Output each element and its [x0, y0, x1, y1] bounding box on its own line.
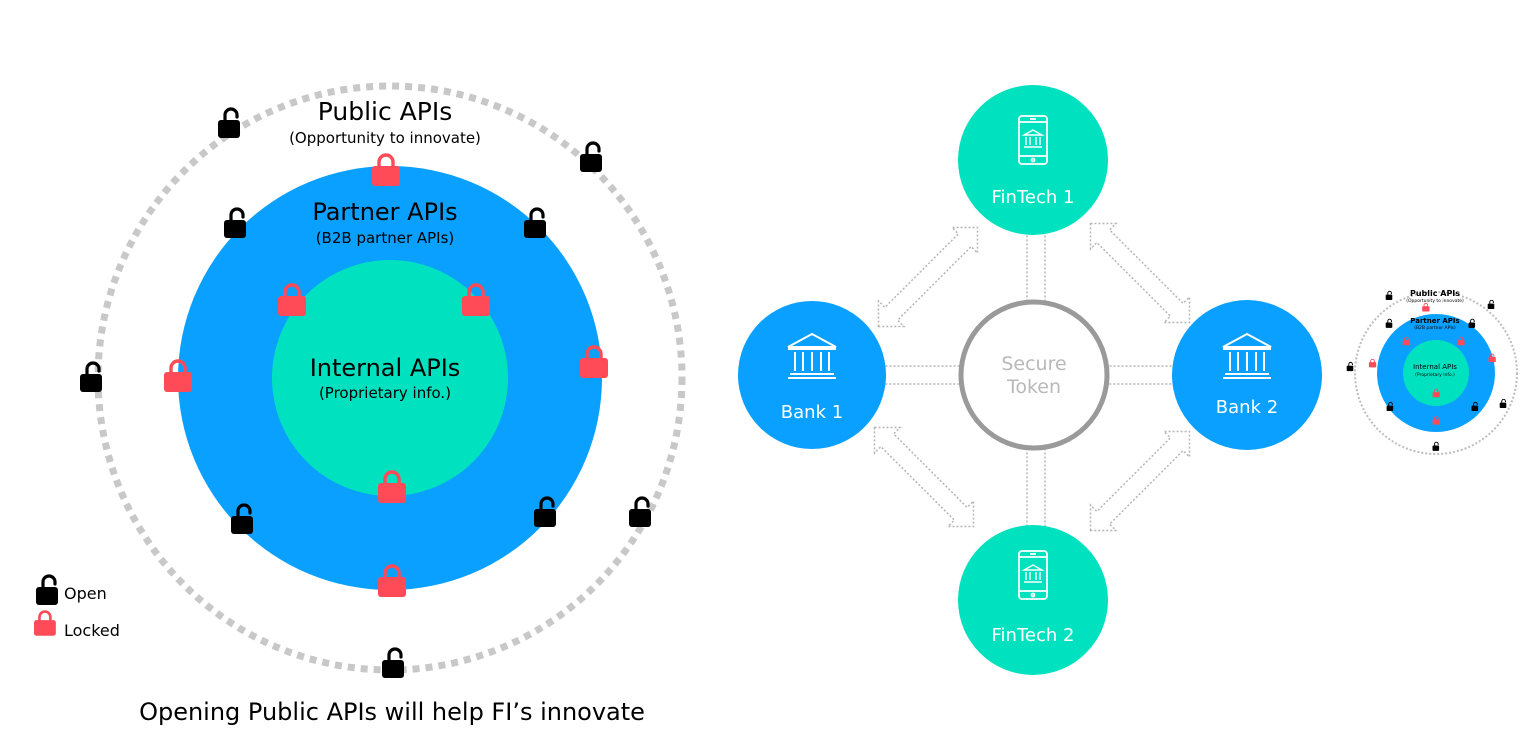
open-padlock-icon	[1385, 290, 1393, 301]
api-rings-thumbnail: Public APIs (Opportunity to innovate) Pa…	[1346, 289, 1518, 455]
thumb-internal-core	[1403, 340, 1469, 406]
fintech-2-label: FinTech 2	[992, 625, 1075, 646]
internal-apis-title: Internal APIs	[310, 354, 461, 382]
thumb-partner-subtitle: (B2B partner APIs)	[1414, 325, 1456, 331]
double-arrow	[865, 214, 991, 340]
open-padlock-icon	[627, 496, 653, 529]
open-padlock-icon	[578, 141, 604, 174]
bank-1-label: Bank 1	[781, 402, 843, 423]
open-padlock-icon	[1385, 318, 1393, 329]
thumb-public-subtitle: (Opportunity to innovate)	[1406, 298, 1464, 304]
closed-padlock-icon	[1368, 358, 1377, 368]
open-padlock-icon	[78, 361, 104, 394]
fintech-2-node	[958, 525, 1108, 675]
public-apis-title: Public APIs	[318, 97, 453, 126]
fintech-1-node	[958, 85, 1108, 235]
bank-2-label: Bank 2	[1216, 397, 1278, 418]
open-padlock-icon	[1499, 398, 1507, 409]
legend-locked-label: Locked	[64, 621, 120, 640]
double-arrow	[1077, 210, 1203, 336]
open-padlock-icon	[34, 574, 60, 607]
public-apis-subtitle: (Opportunity to innovate)	[289, 129, 481, 147]
legend: Open Locked	[32, 574, 120, 640]
secure-token-node	[958, 299, 1110, 451]
open-padlock-icon	[1346, 361, 1354, 372]
partner-apis-title: Partner APIs	[312, 198, 457, 226]
closed-padlock-icon	[32, 610, 58, 638]
open-padlock-icon	[216, 107, 242, 140]
thumb-internal-subtitle: (Proprietary info.)	[1415, 372, 1455, 378]
secure-token-line2: Token	[1006, 376, 1061, 398]
thumb-public-ring	[1354, 291, 1518, 455]
legend-open-label: Open	[64, 584, 107, 603]
double-arrow	[861, 414, 987, 540]
secure-token-line1: Secure	[1001, 353, 1066, 375]
thumb-internal-title: Internal APIs	[1413, 363, 1457, 371]
open-padlock-icon	[522, 207, 548, 240]
partner-apis-subtitle: (B2B partner APIs)	[316, 229, 455, 247]
open-padlock-icon	[1487, 299, 1495, 310]
closed-padlock-icon	[370, 153, 402, 188]
open-padlock-icon	[1432, 441, 1440, 452]
fintech-1-label: FinTech 1	[992, 187, 1075, 208]
open-padlock-icon	[222, 207, 248, 240]
closed-padlock-icon	[1421, 302, 1430, 312]
open-padlock-icon	[380, 647, 406, 680]
thumb-public-title: Public APIs	[1410, 289, 1460, 298]
api-rings-diagram: Public APIs (Opportunity to innovate) Pa…	[78, 82, 686, 680]
double-arrow	[1077, 418, 1203, 544]
open-padlock-icon	[1468, 318, 1476, 329]
thumb-partner-title: Partner APIs	[1410, 317, 1459, 325]
secure-token-network: Secure Token FinTech 1 FinTech 2 Bank 1 …	[738, 85, 1322, 675]
internal-core	[272, 260, 508, 496]
internal-apis-subtitle: (Proprietary info.)	[319, 384, 451, 402]
caption: Opening Public APIs will help FI’s innov…	[139, 698, 645, 726]
